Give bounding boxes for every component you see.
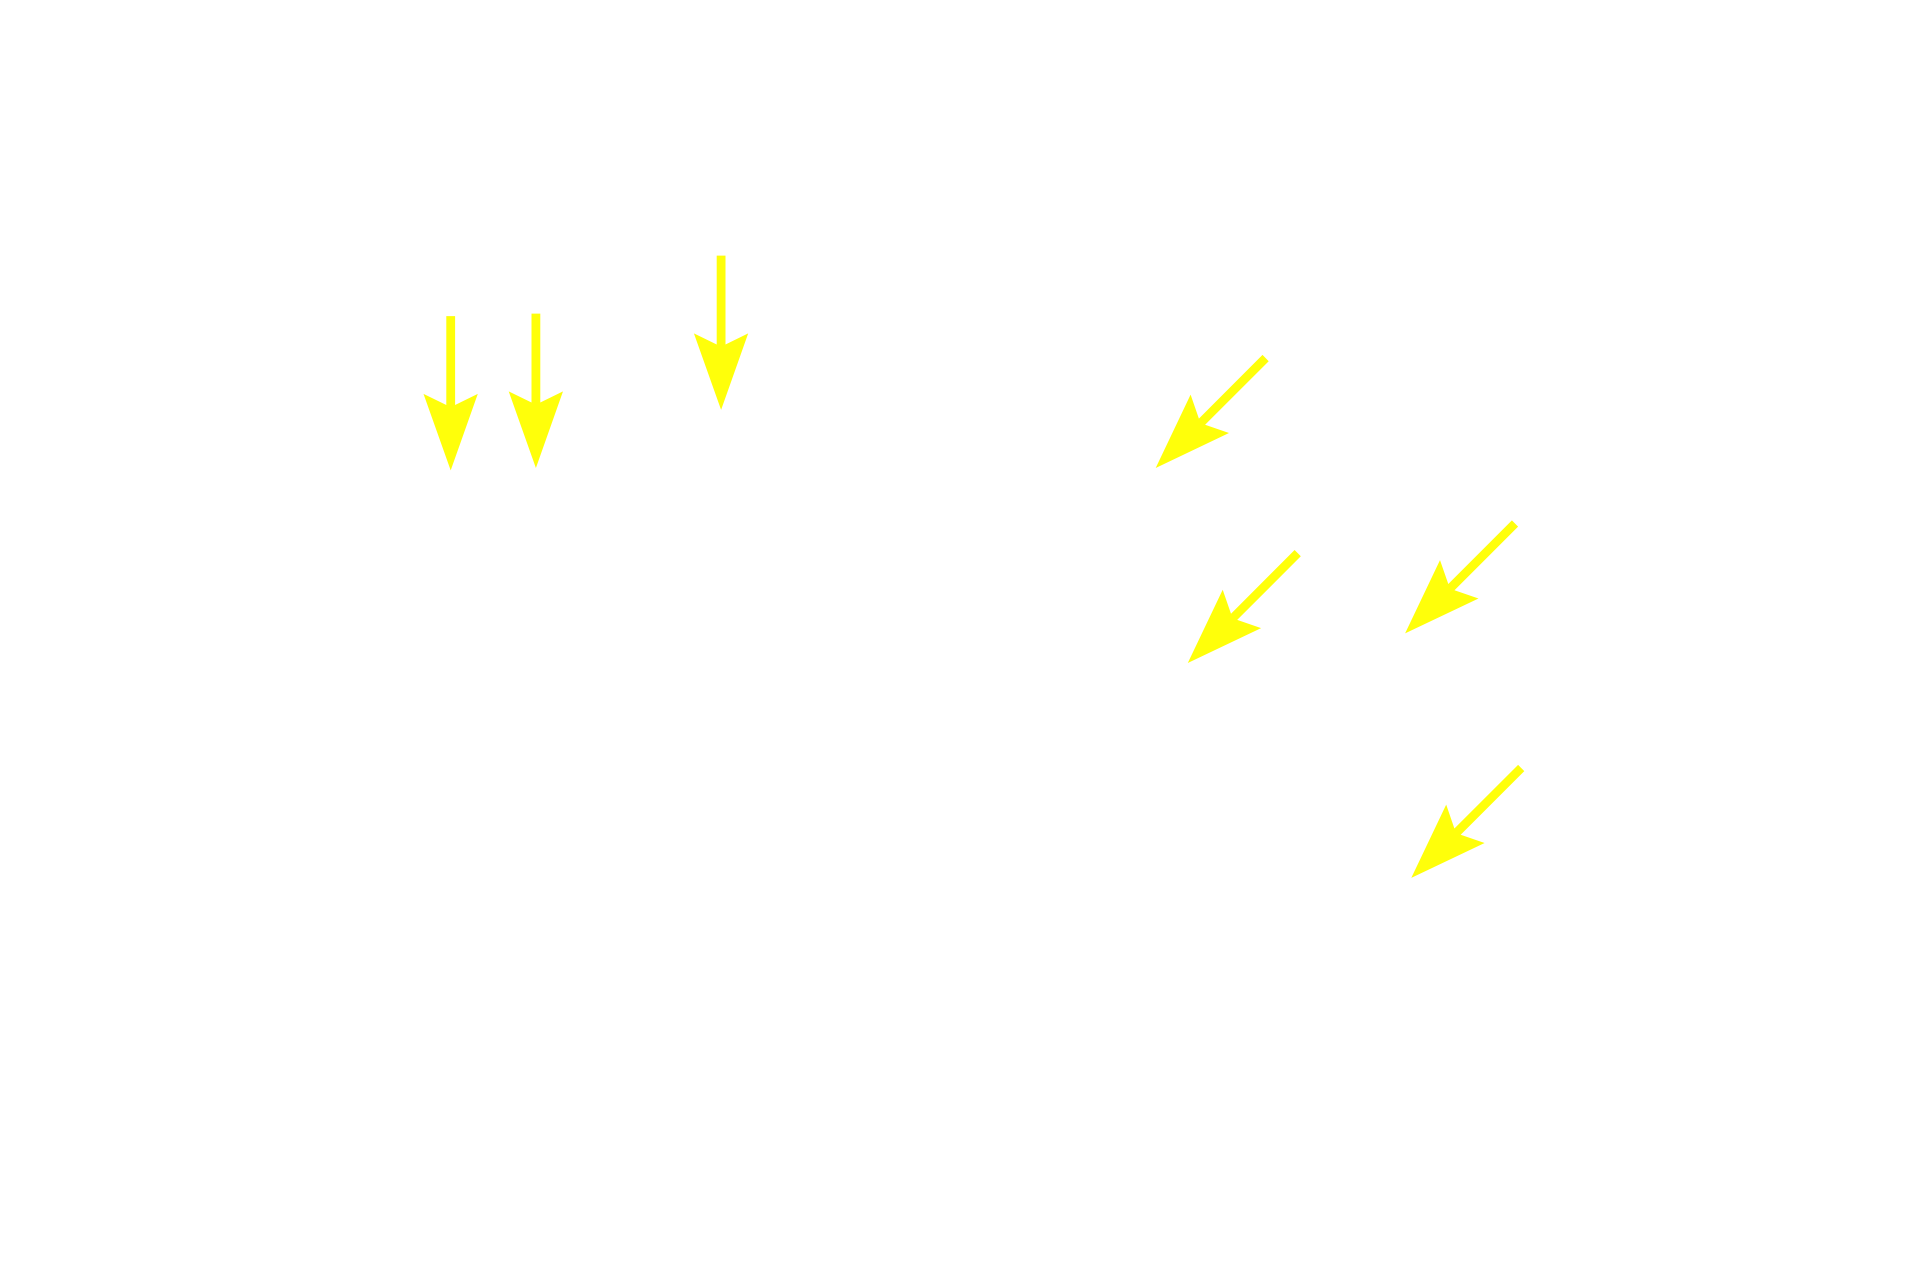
arrow-down-icon xyxy=(508,313,563,468)
arrow-down-left-icon xyxy=(1187,550,1301,663)
arrow-down-left-icon xyxy=(1411,764,1525,878)
arrow-down-icon xyxy=(693,255,749,410)
arrow-down-left-icon xyxy=(1155,354,1269,468)
arrow-down-left-icon xyxy=(1405,520,1519,634)
arrow-group xyxy=(423,255,1525,878)
arrow-down-icon xyxy=(423,316,478,471)
